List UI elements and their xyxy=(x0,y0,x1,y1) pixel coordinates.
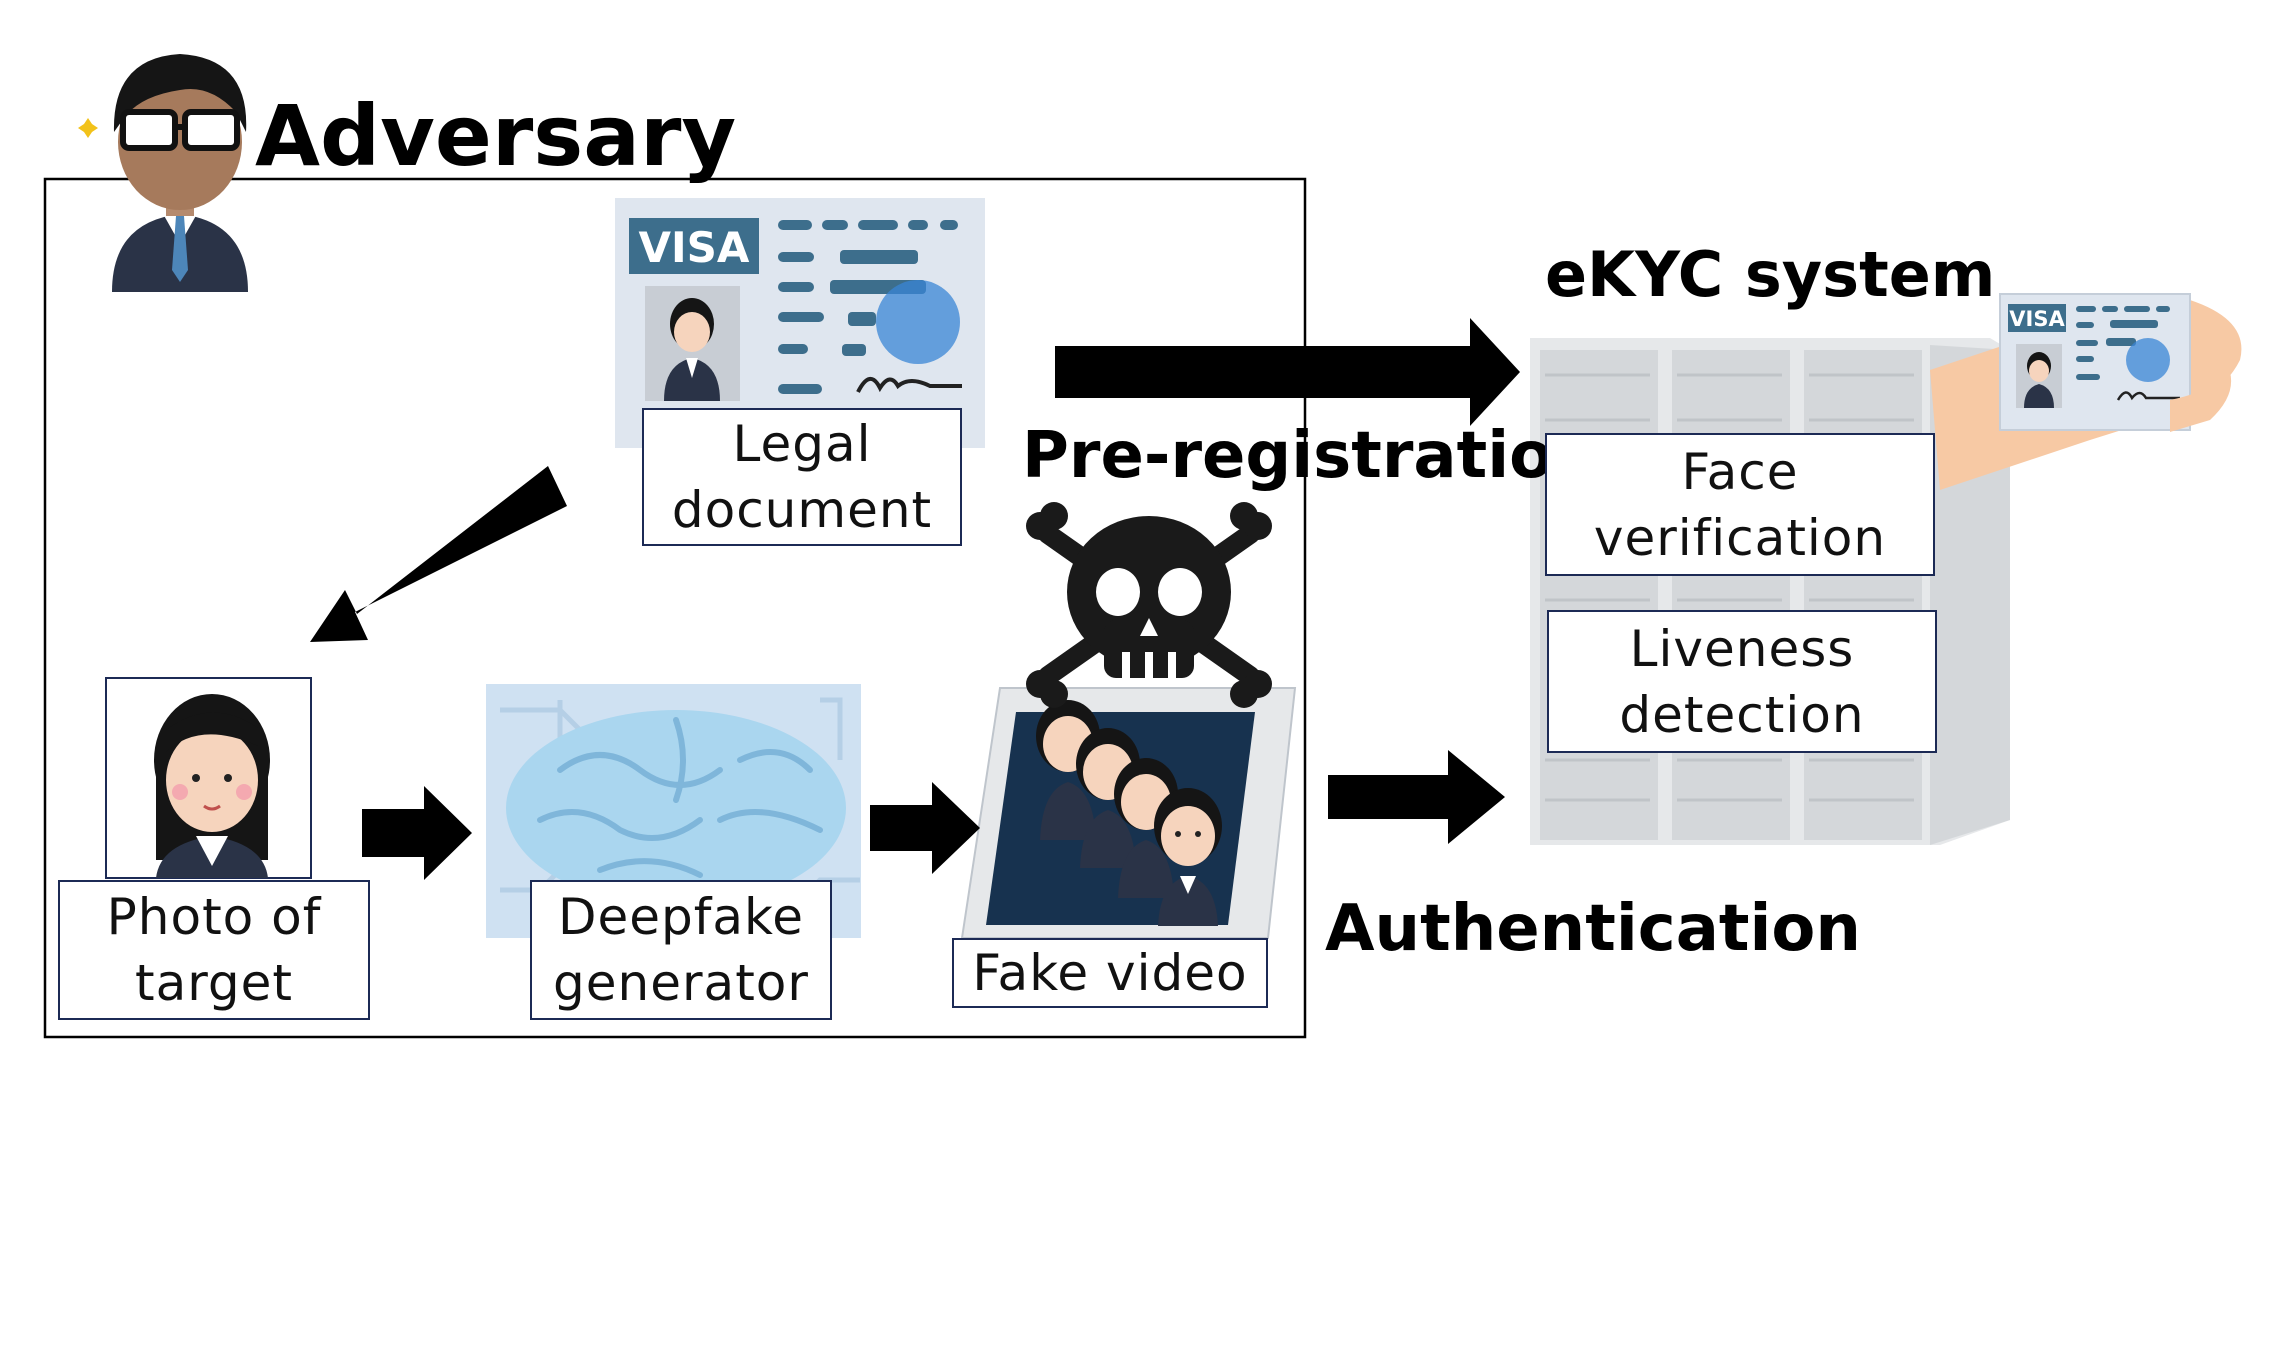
generator-to-video-arrow xyxy=(870,782,980,874)
photo-of-target-line-1: Photo of xyxy=(106,888,322,946)
liveness-detection-line-1: Liveness xyxy=(1629,619,1855,678)
authentication-arrow xyxy=(1328,750,1505,844)
face-verification-line-1: Face xyxy=(1681,442,1799,501)
target-photo-portrait xyxy=(105,677,312,879)
deepfake-generator-line-1: Deepfake xyxy=(558,888,804,946)
deepfake-generator-line-2: generator xyxy=(553,954,809,1012)
deepfake-generator-label: Deepfake generator xyxy=(530,880,832,1020)
authentication-label: Authentication xyxy=(1325,892,1861,966)
photo-to-generator-arrow xyxy=(362,786,472,880)
legal-document-line-2: document xyxy=(671,481,933,539)
photo-of-target-label: Photo of target xyxy=(58,880,370,1020)
adversary-title: Adversary xyxy=(255,87,736,185)
adversary-frame xyxy=(43,177,1307,1039)
skull-crossbones-icon xyxy=(1026,502,1272,708)
legal-document-id-card: VISA xyxy=(615,198,985,448)
fake-video-tablet xyxy=(960,687,1297,939)
adversary-person-icon xyxy=(78,54,248,292)
fake-video-label: Fake video xyxy=(952,938,1268,1008)
hand-holding-id-card: VISA xyxy=(1930,293,2242,490)
video-frames-persons xyxy=(1036,700,1222,926)
face-verification-label: Face verification xyxy=(1545,433,1935,576)
ekyc-system-title: eKYC system xyxy=(1545,238,1995,311)
legal-document-label: Legal document xyxy=(642,408,962,546)
pre-registration-arrow xyxy=(1055,318,1520,426)
document-to-photo-arrow xyxy=(310,466,567,642)
legal-document-line-1: Legal xyxy=(732,415,872,473)
photo-of-target-line-2: target xyxy=(134,954,294,1012)
visa-brand-text: VISA xyxy=(639,223,750,272)
face-verification-line-2: verification xyxy=(1593,508,1887,567)
fake-video-line-1: Fake video xyxy=(972,944,1248,1002)
pre-registration-label: Pre-registration xyxy=(1022,419,1599,493)
liveness-detection-line-2: detection xyxy=(1619,685,1865,744)
liveness-detection-label: Liveness detection xyxy=(1547,610,1937,753)
visa-brand-text-small: VISA xyxy=(2009,307,2065,331)
